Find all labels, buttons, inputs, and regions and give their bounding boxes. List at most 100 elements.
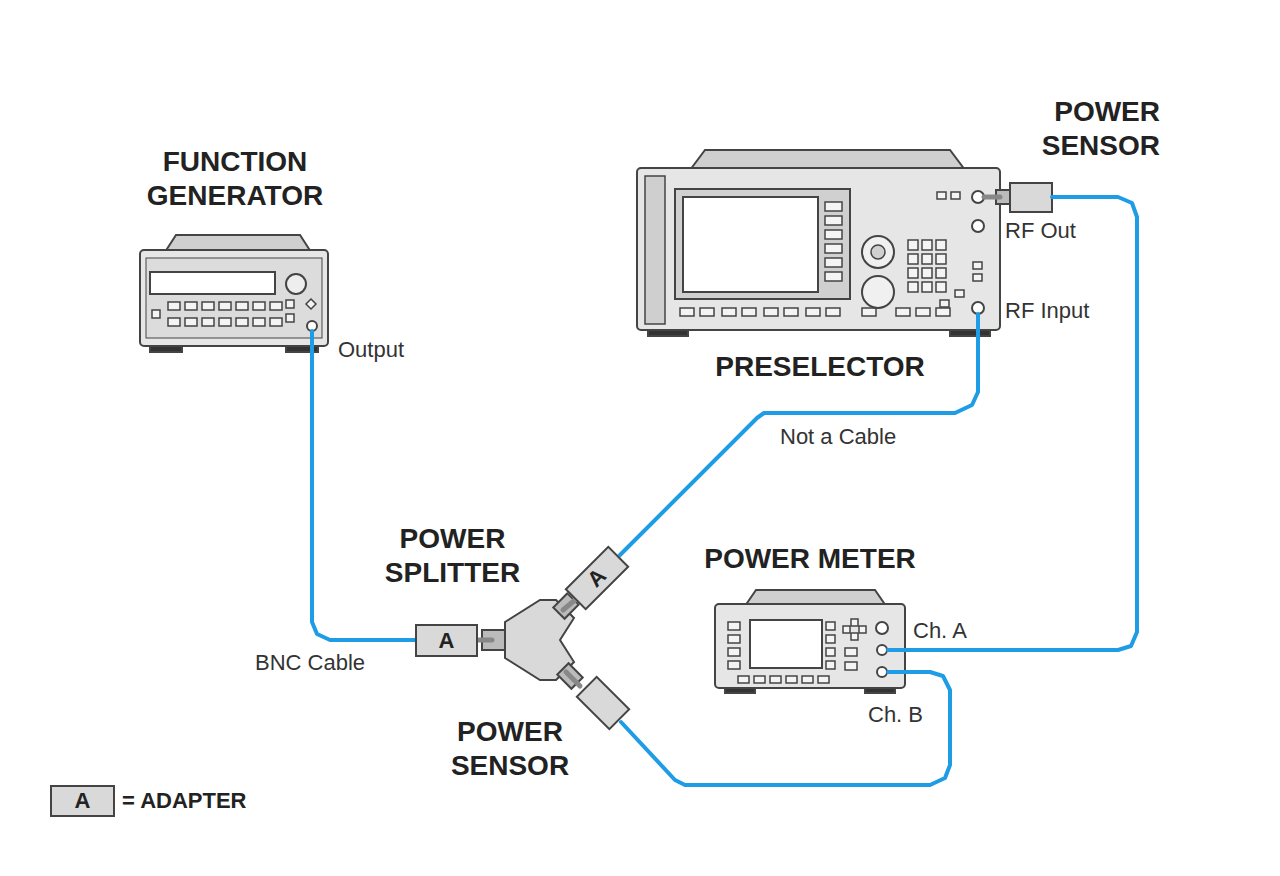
port-label: RF Out xyxy=(1005,218,1076,244)
direct-connection xyxy=(563,600,575,610)
instrument-name: POWER METER xyxy=(690,542,930,576)
port-label: RF Input xyxy=(1005,298,1089,324)
drawing-part xyxy=(140,250,328,346)
drawing-part xyxy=(950,330,990,336)
drawing-part xyxy=(955,290,964,297)
drawing-part xyxy=(862,276,894,308)
cable xyxy=(619,314,978,556)
drawing-part xyxy=(851,633,858,640)
drawing-part xyxy=(922,254,932,264)
instrument-name: PRESELECTOR xyxy=(630,350,1010,384)
legend-sample-letter: A xyxy=(50,785,115,817)
drawing-part xyxy=(202,302,214,310)
drawing-part xyxy=(825,258,842,267)
drawing-part xyxy=(637,168,1000,330)
drawing-part xyxy=(754,676,765,683)
drawing-part xyxy=(936,240,946,250)
drawing-part xyxy=(1010,183,1052,212)
power-splitter-drawing xyxy=(482,593,583,688)
drawing-part xyxy=(825,230,842,239)
drawing-part xyxy=(700,308,714,316)
power-sensor: POWER SENSOR xyxy=(440,670,630,790)
power-sensor-drawing xyxy=(996,183,1052,212)
drawing-part xyxy=(826,308,840,316)
drawing-part xyxy=(972,220,984,232)
drawing-part xyxy=(725,688,755,693)
drawing-part xyxy=(185,302,197,310)
drawing-part xyxy=(645,176,665,324)
adapter-box: A xyxy=(415,624,478,657)
instrument-name: POWER SENSOR xyxy=(1008,95,1160,163)
drawing-part xyxy=(270,302,282,310)
power-sensor: POWER SENSOR xyxy=(1000,95,1165,215)
drawing-part xyxy=(936,268,946,278)
drawing-part xyxy=(728,622,740,630)
drawing-part xyxy=(253,318,265,326)
drawing-part xyxy=(862,308,876,316)
channel-label: Ch. B xyxy=(868,702,923,728)
drawing-part xyxy=(219,318,231,326)
drawing-part xyxy=(908,254,918,264)
drawing-part xyxy=(826,661,835,669)
cable-label: BNC Cable xyxy=(255,650,365,676)
drawing-part xyxy=(150,272,275,294)
drawing-part xyxy=(826,635,835,643)
adapter-letter: A xyxy=(439,630,455,652)
drawing-part xyxy=(150,346,182,352)
drawing-part xyxy=(973,262,982,269)
drawing-part xyxy=(680,192,982,316)
drawing-part xyxy=(826,622,835,630)
drawing-part xyxy=(859,626,866,633)
drawing-part xyxy=(722,308,736,316)
drawing-part xyxy=(936,308,950,316)
drawing-part xyxy=(236,318,248,326)
drawing-part xyxy=(818,676,829,683)
drawing-part xyxy=(916,308,930,316)
drawing-part xyxy=(922,268,932,278)
drawing-part xyxy=(806,308,820,316)
drawing-part xyxy=(786,676,797,683)
direct-connection xyxy=(478,638,492,643)
drawing-part xyxy=(168,318,180,326)
direct-connection xyxy=(566,672,580,686)
drawing-part xyxy=(951,192,960,199)
drawing-part xyxy=(936,254,946,264)
drawing-part xyxy=(908,240,918,250)
drawing-part xyxy=(185,318,197,326)
drawing-part xyxy=(557,663,582,688)
drawing-part xyxy=(865,688,895,693)
drawing-part xyxy=(826,648,835,656)
drawing-part xyxy=(845,648,857,656)
drawing-part xyxy=(825,202,842,211)
legend-text: = ADAPTER xyxy=(122,788,246,814)
drawing-part xyxy=(937,192,946,199)
drawing-part xyxy=(202,318,214,326)
drawing-part xyxy=(152,310,160,318)
drawing-part xyxy=(770,676,781,683)
drawing-part xyxy=(764,308,778,316)
drawing-part xyxy=(306,299,316,309)
drawing-part xyxy=(936,282,946,292)
drawing-part xyxy=(825,272,842,281)
drawing-part xyxy=(146,258,322,338)
direct-connection xyxy=(984,195,1000,200)
drawing-part xyxy=(843,626,850,633)
drawing-part xyxy=(648,330,688,336)
drawing-part xyxy=(152,300,294,326)
drawing-part xyxy=(896,308,910,316)
drawing-part xyxy=(922,282,932,292)
drawing-part xyxy=(851,619,858,626)
cable xyxy=(312,331,415,640)
drawing-part xyxy=(802,676,813,683)
function-generator-drawing xyxy=(140,235,328,352)
drawing-part xyxy=(845,662,857,670)
drawing-part xyxy=(219,302,231,310)
adapter-letter: A xyxy=(584,565,611,592)
drawing-part xyxy=(728,635,740,643)
drawing-part xyxy=(728,661,740,669)
drawing-part xyxy=(683,197,818,292)
drawing-part xyxy=(871,245,885,259)
drawing-part xyxy=(286,300,294,308)
drawing-part xyxy=(877,667,887,677)
power-meter: POWER METER xyxy=(690,538,930,693)
